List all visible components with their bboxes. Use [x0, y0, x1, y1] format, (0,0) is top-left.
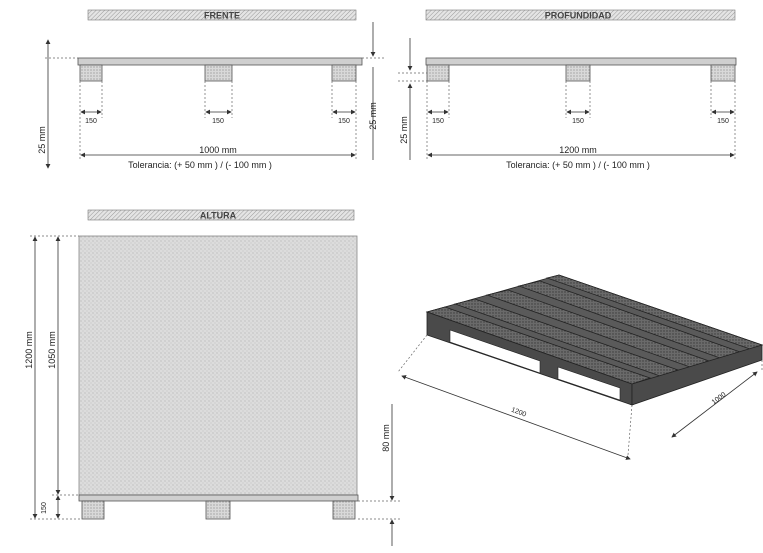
- iso-length-label: 1200: [510, 407, 527, 419]
- height-title-bar: [87, 209, 355, 221]
- front-height-label: 25 mm: [37, 126, 47, 154]
- depth-title-bar: [425, 9, 736, 21]
- pallet-height-label: 150: [41, 502, 48, 514]
- depth-block-label-3: 150: [717, 118, 729, 125]
- load-block: [78, 235, 358, 496]
- front-block-center: [204, 64, 233, 82]
- height-view: ALTURA 1200 mm 1050 mm 150 80 mm: [24, 209, 400, 546]
- front-block-left: [79, 64, 103, 82]
- depth-block-label-2: 150: [572, 118, 584, 125]
- front-title-bar: [87, 9, 357, 21]
- depth-title: PROFUNDIDAD: [545, 11, 612, 21]
- height-title: ALTURA: [200, 211, 237, 221]
- front-right-label: 25 mm: [368, 102, 378, 130]
- depth-block-center: [565, 64, 591, 82]
- front-top-board: [77, 57, 363, 66]
- height-block-center: [205, 500, 231, 520]
- total-height-label: 1200 mm: [24, 331, 34, 369]
- height-top-board: [78, 494, 359, 502]
- front-block-right: [331, 64, 357, 82]
- iso-width-label: 1000: [711, 391, 728, 406]
- depth-block-left: [426, 64, 450, 82]
- front-block-label-3: 150: [338, 118, 350, 125]
- isometric-pallet: 1200 1000: [397, 274, 763, 460]
- iso-fork-opening-1: [449, 329, 541, 374]
- front-view: FRENTE 25 mm 25 mm 150 150 150 1000 mm: [37, 9, 385, 170]
- depth-block-label-1: 150: [432, 118, 444, 125]
- front-block-label-1: 150: [85, 118, 97, 125]
- front-width-label: 1000 mm: [199, 145, 237, 155]
- right-height-label: 80 mm: [381, 424, 391, 452]
- height-block-right: [332, 500, 356, 520]
- depth-block-right: [710, 64, 736, 82]
- depth-height-label: 25 mm: [399, 116, 409, 144]
- iso-length-dim: [401, 375, 631, 460]
- iso-width-dim: [671, 371, 758, 438]
- depth-width-label: 1200 mm: [559, 145, 597, 155]
- front-title: FRENTE: [204, 11, 240, 21]
- depth-top-board: [425, 57, 737, 66]
- front-tolerance: Tolerancia: (+ 50 mm ) / (- 100 mm ): [128, 160, 272, 170]
- load-height-label: 1050 mm: [47, 331, 57, 369]
- depth-tolerance: Tolerancia: (+ 50 mm ) / (- 100 mm ): [506, 160, 650, 170]
- height-block-left: [81, 500, 105, 520]
- depth-view: PROFUNDIDAD 25 mm 150 150 150 1200 mm To…: [398, 9, 737, 170]
- front-block-label-2: 150: [212, 118, 224, 125]
